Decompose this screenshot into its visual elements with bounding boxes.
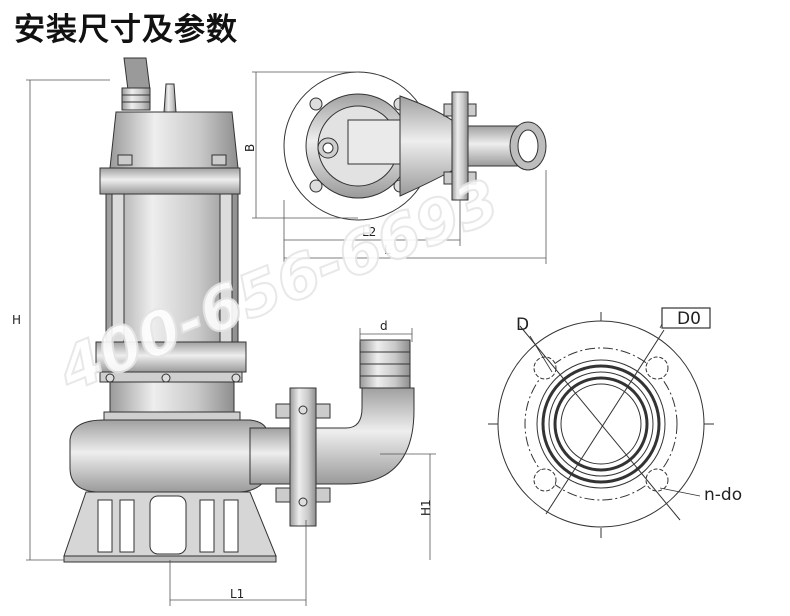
dim-label-L: L bbox=[384, 243, 391, 257]
dim-label-H: H bbox=[12, 313, 21, 327]
pump-top-view bbox=[283, 71, 547, 221]
dim-label-L2: L2 bbox=[362, 225, 376, 239]
top-dimensions bbox=[252, 71, 547, 264]
flange-view bbox=[488, 312, 716, 540]
dim-label-L1: L1 bbox=[230, 587, 244, 601]
flange-label-D0: D0 bbox=[677, 309, 701, 329]
side-dimensions bbox=[26, 79, 436, 606]
flange-label-D: D bbox=[516, 315, 529, 335]
flange-label-n-do: n-do bbox=[704, 485, 742, 505]
d0-tag: D0 bbox=[661, 307, 711, 329]
pump-side-view bbox=[63, 57, 415, 563]
dim-label-d: d bbox=[380, 319, 388, 333]
dim-label-B: B bbox=[243, 144, 257, 152]
dim-label-H1: H1 bbox=[419, 499, 433, 516]
page-title: 安装尺寸及参数 bbox=[14, 12, 238, 48]
